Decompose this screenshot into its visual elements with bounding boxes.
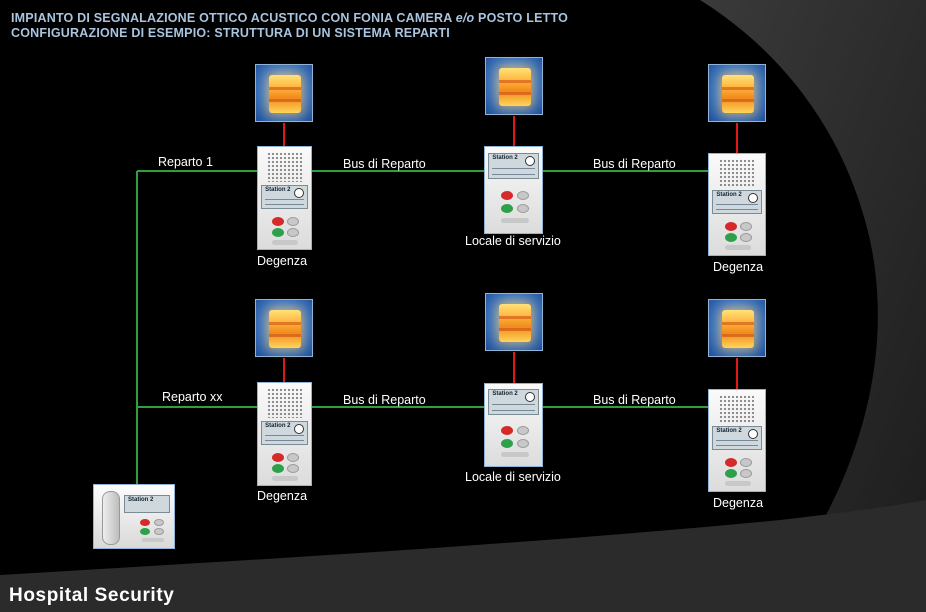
reparto-label: Reparto 1	[158, 155, 213, 169]
diagram-title: IMPIANTO DI SEGNALAZIONE OTTICO ACUSTICO…	[11, 11, 568, 25]
room-label: Locale di servizio	[465, 470, 561, 484]
room-label: Degenza	[713, 260, 764, 274]
room-terminal-icon: Station 2	[257, 382, 312, 486]
bus-label: Bus di Reparto	[593, 393, 676, 407]
service-terminal-icon: Station 2	[484, 146, 543, 234]
room-label: Degenza	[257, 254, 308, 268]
footer-brand: Hospital Security	[9, 585, 175, 606]
signal-lamp-icon	[255, 64, 313, 122]
room-label: Locale di servizio	[465, 234, 561, 248]
signal-lamp-icon	[485, 293, 543, 351]
bus-label: Bus di Reparto	[343, 157, 426, 171]
signal-lamp-icon	[255, 299, 313, 357]
room-terminal-icon: Station 2	[257, 146, 312, 250]
room-label: Degenza	[257, 489, 308, 503]
bus-label: Bus di Reparto	[593, 157, 676, 171]
signal-lamp-icon	[485, 57, 543, 115]
room-terminal-icon: Station 2	[708, 389, 766, 492]
reparto-label: Reparto xx	[162, 390, 223, 404]
signal-lamp-icon	[708, 299, 766, 357]
signal-lamp-icon	[708, 64, 766, 122]
room-terminal-icon: Station 2	[708, 153, 766, 256]
service-terminal-icon: Station 2	[484, 383, 543, 467]
diagram-subtitle: CONFIGURAZIONE DI ESEMPIO: STRUTTURA DI …	[11, 26, 450, 40]
room-label: Degenza	[713, 496, 764, 510]
central-station-phone-icon: Station 2	[93, 484, 175, 549]
bus-label: Bus di Reparto	[343, 393, 426, 407]
